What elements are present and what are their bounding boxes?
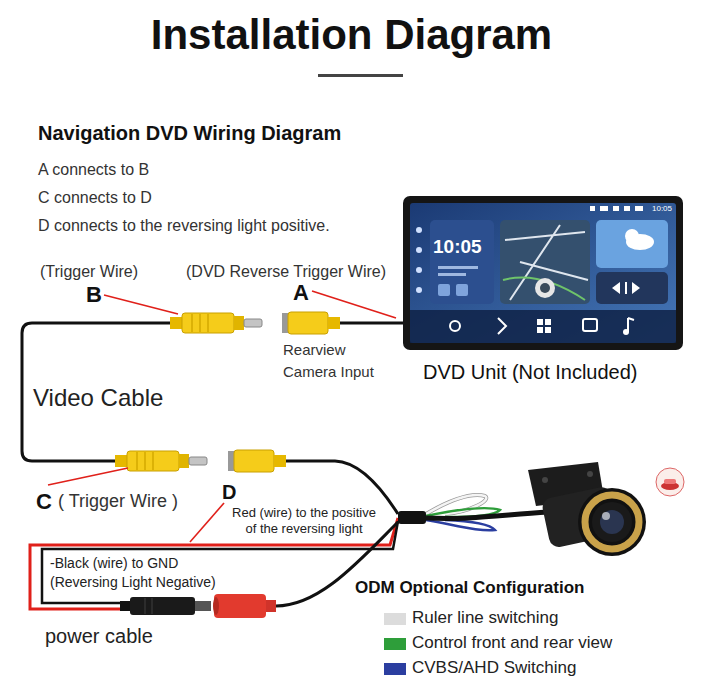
connector-letter: C [36, 489, 52, 515]
connector-letter: B [86, 282, 102, 308]
dc-plug-female [213, 594, 276, 618]
legend-text: CVBS/AHD Switching [412, 658, 576, 678]
rca-plug-female [282, 312, 340, 334]
legend-swatch [384, 638, 406, 650]
note: D connects to the reversing light positi… [38, 216, 330, 235]
legend-text: Ruler line switching [412, 608, 558, 628]
wire-note: Red (wire) to the positive of the revers… [228, 505, 380, 537]
input-label: Rearview Camera Input [283, 339, 383, 383]
legend-swatch [384, 663, 406, 675]
heading: Navigation DVD Wiring Diagram [38, 121, 341, 145]
wire-label: ( Trigger Wire ) [58, 491, 178, 513]
dvd-input-cable [340, 322, 403, 325]
status-time: 10:05 [652, 204, 672, 214]
video-cable [22, 323, 170, 461]
connector-letter: D [222, 480, 236, 504]
unit-label: DVD Unit (Not Included) [423, 360, 638, 384]
note: C connects to D [38, 188, 152, 207]
dvd-unit [403, 196, 683, 350]
title: Installation Diagram [0, 10, 703, 60]
rearview-camera [528, 462, 646, 556]
wire-label: (Trigger Wire) [40, 262, 138, 281]
wire-junction [398, 495, 548, 530]
legend-swatch [384, 613, 406, 625]
rca-plug-male [115, 451, 207, 471]
cable-label: Video Cable [33, 384, 163, 413]
note: A connects to B [38, 160, 149, 179]
leader-lines [48, 291, 396, 542]
wire-label: (DVD Reverse Trigger Wire) [186, 262, 386, 281]
cable-label: power cable [45, 624, 153, 648]
dc-plug-male [120, 597, 211, 615]
screen-clock: 10:05 [433, 236, 482, 259]
rca-plug-male [170, 313, 262, 333]
wire-note: -Black (wire) to GND (Reversing Light Ne… [50, 554, 240, 592]
rca-plug-female [228, 450, 286, 472]
camera-icon [656, 468, 684, 496]
connector-letter: A [293, 280, 309, 306]
legend-heading: ODM Optional Configuration [355, 578, 584, 598]
dvd-unit-box: 10:05DVD Unit (Not Included) [403, 196, 683, 388]
title-underline [318, 74, 403, 77]
legend-text: Control front and rear view [412, 633, 612, 653]
